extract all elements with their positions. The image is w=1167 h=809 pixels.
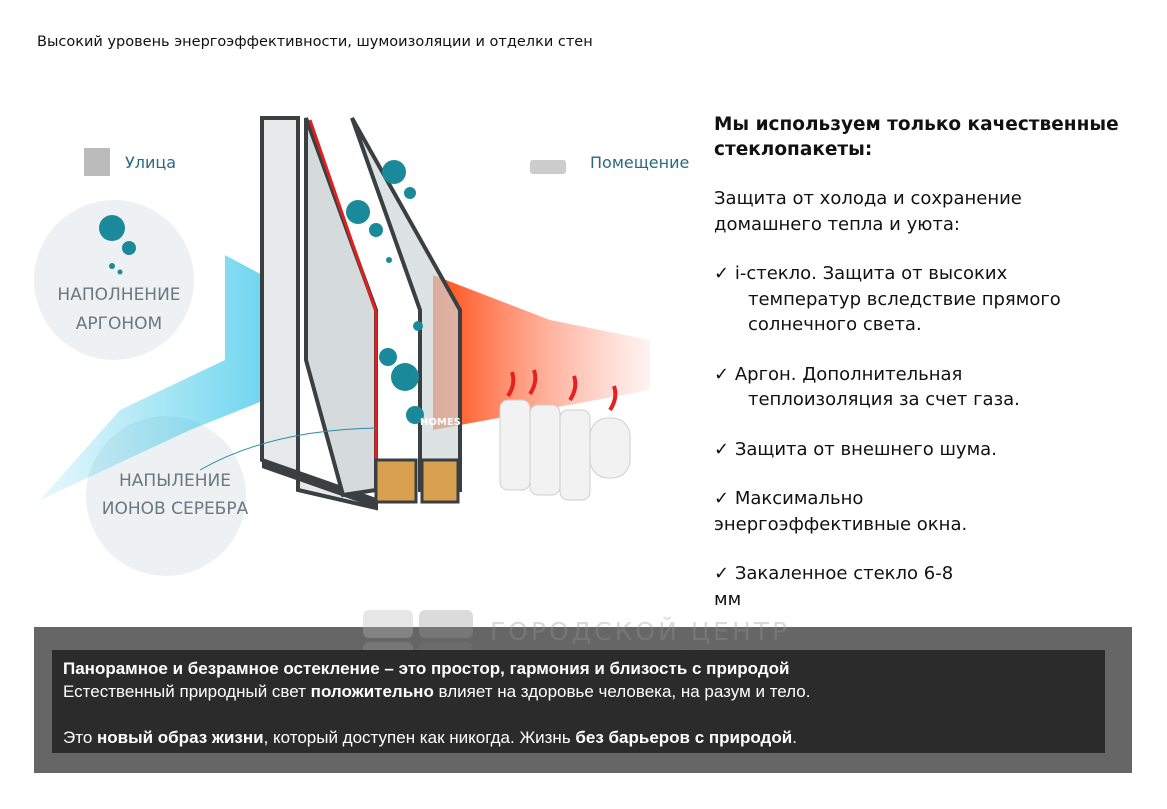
street-label: Улица xyxy=(125,153,176,172)
benefits-intro: Защита от холода и сохранение домашнего … xyxy=(714,188,1022,235)
benefit-item: ✓ Защита от внешнего шума. xyxy=(714,438,997,460)
check-icon: ✓ xyxy=(714,263,730,284)
benefits-panel: Мы используем только качественные стекло… xyxy=(714,112,1134,636)
banner: Панорамное и безрамное остекление – это … xyxy=(34,627,1132,773)
room-label: Помещение xyxy=(590,153,689,172)
heat-arrows xyxy=(506,369,618,412)
benefits-heading: Мы используем только качественные стекло… xyxy=(714,114,1119,160)
double-glazing-illustration: НАПОЛНЕНИЕ АРГОНОМ НАПЫЛЕНИЕ ИОНОВ СЕРЕБ… xyxy=(34,116,689,576)
argon-circle xyxy=(34,200,194,360)
bubble-icon xyxy=(99,215,125,241)
page-title: Высокий уровень энергоэффективности, шум… xyxy=(37,34,593,50)
check-icon: ✓ xyxy=(714,488,730,509)
silver-label: НАПЫЛЕНИЕ xyxy=(119,471,231,491)
small-logo: HOMES xyxy=(420,417,461,428)
argon-label: АРГОНОМ xyxy=(76,314,162,334)
check-icon: ✓ xyxy=(714,563,730,584)
argon-label: НАПОЛНЕНИЕ xyxy=(57,285,180,305)
check-icon: ✓ xyxy=(714,438,730,460)
radiator xyxy=(499,399,631,501)
banner-text: Панорамное и безрамное остекление – это … xyxy=(52,650,1105,753)
building-icon xyxy=(84,148,110,176)
silver-label: ИОНОВ СЕРЕБРА xyxy=(102,499,249,519)
argon-bubbles xyxy=(346,160,424,424)
sofa-icon xyxy=(530,160,566,174)
check-icon: ✓ xyxy=(714,363,730,385)
